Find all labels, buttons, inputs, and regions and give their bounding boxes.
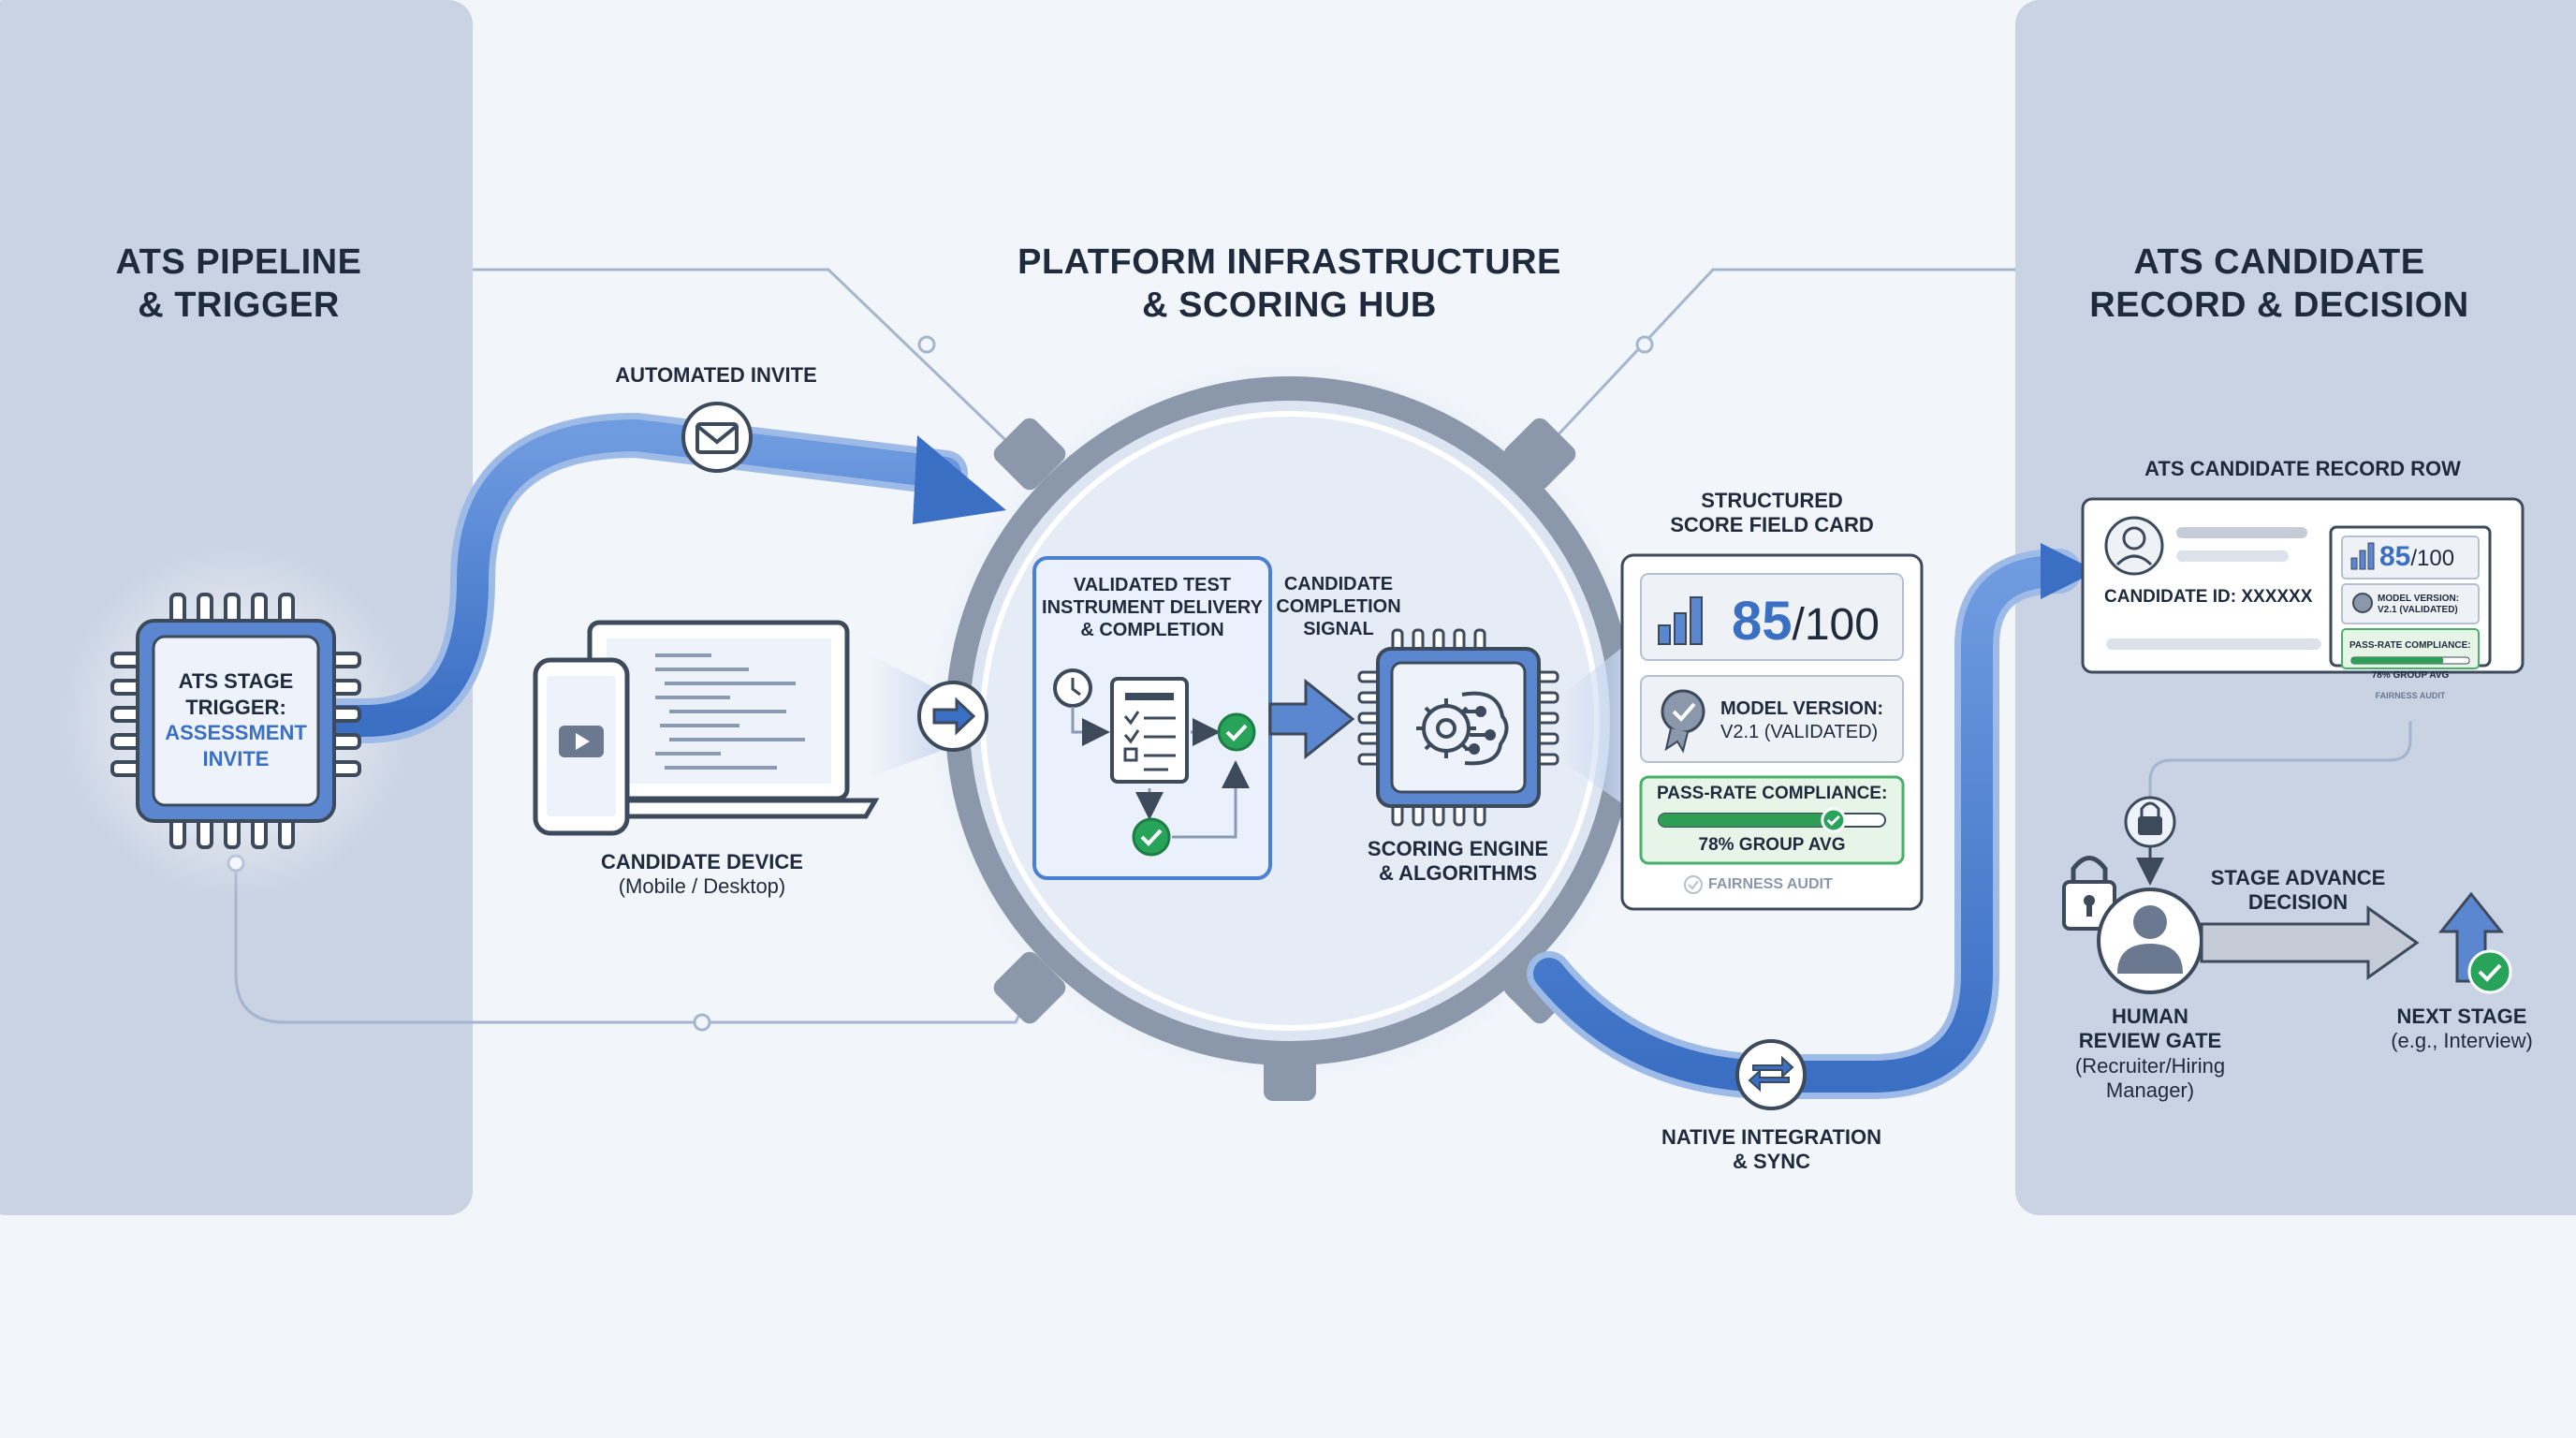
stage-advance-arrow (2200, 905, 2420, 980)
candidate-device-label: CANDIDATE DEVICE (Mobile / Desktop) (543, 850, 861, 900)
native-integration-label: NATIVE INTEGRATION & SYNC (1629, 1125, 1914, 1175)
score-number: 85 (1732, 591, 1793, 652)
next-stage-label: NEXT STAGE (e.g., Interview) (2359, 1005, 2565, 1054)
signal-line: CANDIDATE (1283, 574, 1394, 594)
validated-test-label: VALIDATED TEST INSTRUMENT DELIVERY & COM… (1037, 574, 1267, 641)
validated-line: INSTRUMENT DELIVERY (1042, 597, 1263, 618)
model-version-line: MODEL VERSION: (1720, 698, 1884, 719)
center-column-title: PLATFORM INFRASTRUCTURE & SCORING HUB (936, 242, 1643, 327)
ats-chip-label: ATS STAGE TRIGGER: ASSESSMENT INVITE (154, 668, 318, 771)
validated-test-box (1032, 556, 1272, 880)
score-card-title-line: STRUCTURED (1701, 489, 1843, 512)
signal-line: SIGNAL (1303, 619, 1374, 639)
next-stage-sub: (e.g., Interview) (2391, 1029, 2533, 1053)
chip-line: ATS STAGE (178, 669, 294, 693)
check-circle-icon (1217, 712, 1256, 752)
integration-line: & SYNC (1732, 1150, 1811, 1174)
completion-arrow (1268, 678, 1355, 760)
gear-icon (1416, 698, 1476, 758)
device-sub: (Mobile / Desktop) (618, 874, 786, 899)
next-stage-arrow-icon (2437, 891, 2512, 994)
model-version: MODEL VERSION: V2.1 (VALIDATED) (1720, 697, 1883, 744)
chip-accent-line: ASSESSMENT (165, 721, 307, 744)
human-review-sub-line: Manager) (2105, 1078, 2195, 1103)
laptop-icon (557, 620, 880, 819)
mini-score-number: 85 (2379, 541, 2411, 572)
bar-chart-icon (1658, 596, 1703, 645)
padlock-icon (2062, 856, 2116, 931)
right-title-line: RECORD & DECISION (2089, 285, 2469, 325)
mini-pass-rate: PASS-RATE COMPLIANCE: (2349, 640, 2471, 651)
reviewer-avatar-icon (2097, 888, 2203, 994)
stage-advance-line: DECISION (2247, 890, 2349, 915)
invite-pipe (310, 412, 1006, 743)
human-review-line: HUMAN (2112, 1005, 2188, 1028)
score-value: 85/100 (1732, 590, 1880, 653)
score-card-title: STRUCTURED SCORE FIELD CARD (1622, 489, 1922, 538)
validated-line: VALIDATED TEST (1073, 575, 1232, 595)
score-beam (1559, 646, 1624, 805)
validated-line: & COMPLETION (1080, 620, 1224, 640)
envelope-icon (681, 402, 753, 473)
next-stage-title: NEXT STAGE (2396, 1005, 2527, 1028)
chip-accent-line: INVITE (202, 746, 270, 770)
lock-icon (2124, 796, 2176, 848)
sync-icon (1735, 1039, 1807, 1110)
human-review-line: REVIEW GATE (2078, 1029, 2222, 1053)
ats-chip-icon (110, 593, 361, 849)
fairness-audit: FAIRNESS AUDIT (1708, 876, 1833, 892)
human-review-label: HUMAN REVIEW GATE (Recruiter/Hiring Mana… (2028, 1005, 2272, 1104)
mini-model-line: V2.1 (VALIDATED) (2378, 605, 2458, 615)
model-version-line: V2.1 (VALIDATED) (1720, 722, 1879, 742)
left-title-line: & TRIGGER (138, 285, 340, 325)
group-avg: 78% GROUP AVG (1698, 835, 1846, 855)
signal-line: COMPLETION (1276, 596, 1401, 617)
scoring-engine-label: SCORING ENGINE & ALGORITHMS (1339, 837, 1577, 887)
center-title-line: PLATFORM INFRASTRUCTURE (1017, 242, 1561, 282)
check-circle-icon-2 (1132, 817, 1171, 857)
device-beam (871, 655, 945, 777)
pass-rate-fill (1659, 814, 1836, 827)
mini-score-max: /100 (2410, 546, 2455, 571)
badge-icon (1661, 689, 1705, 754)
scoring-chip-icon (1357, 628, 1559, 827)
completion-signal-label: CANDIDATE COMPLETION SIGNAL (1273, 573, 1404, 640)
device-title: CANDIDATE DEVICE (601, 850, 803, 873)
phone-icon (533, 657, 630, 836)
mini-group-avg: 78% GROUP AVG (2371, 670, 2450, 681)
avatar-icon (2104, 516, 2164, 576)
center-title-line: & SCORING HUB (1142, 285, 1437, 325)
engine-line: & ALGORITHMS (1378, 861, 1538, 886)
mini-fairness: FAIRNESS AUDIT (2375, 691, 2446, 700)
score-card-title-line: SCORE FIELD CARD (1670, 513, 1874, 537)
record-row-title: ATS CANDIDATE RECORD ROW (2144, 457, 2461, 480)
score-card (1620, 553, 1924, 911)
check-circle-icon-3 (1821, 807, 1847, 833)
stage-advance-line: STAGE ADVANCE (2210, 866, 2386, 889)
left-title-line: ATS PIPELINE (115, 242, 362, 282)
automated-invite-label: AUTOMATED INVITE (615, 363, 817, 387)
integration-line: NATIVE INTEGRATION (1661, 1125, 1882, 1149)
right-title-line: ATS CANDIDATE (2133, 242, 2425, 282)
engine-line: SCORING ENGINE (1367, 837, 1549, 860)
score-max: /100 (1792, 600, 1880, 650)
chip-line: TRIGGER: (185, 695, 286, 719)
brain-icon (1461, 691, 1509, 766)
mini-model: MODEL VERSION: V2.1 (VALIDATED) (2378, 594, 2459, 616)
mini-model-line: MODEL VERSION: (2378, 594, 2460, 604)
pass-rate-label: PASS-RATE COMPLIANCE: (1657, 784, 1888, 803)
mini-score: 85/100 (2379, 541, 2454, 573)
human-review-sub-line: (Recruiter/Hiring (2074, 1053, 2226, 1078)
candidate-record-card (2081, 497, 2525, 674)
stage-advance-label: STAGE ADVANCE DECISION (2200, 866, 2396, 916)
sync-pipe (1527, 543, 2097, 1099)
left-column-title: ATS PIPELINE & TRIGGER (37, 242, 440, 327)
input-arrow-icon (917, 681, 988, 752)
right-column-title: ATS CANDIDATE RECORD & DECISION (2059, 242, 2499, 327)
check-circle-outline-icon (1684, 875, 1703, 894)
candidate-id: CANDIDATE ID: XXXXXX (2104, 587, 2313, 607)
